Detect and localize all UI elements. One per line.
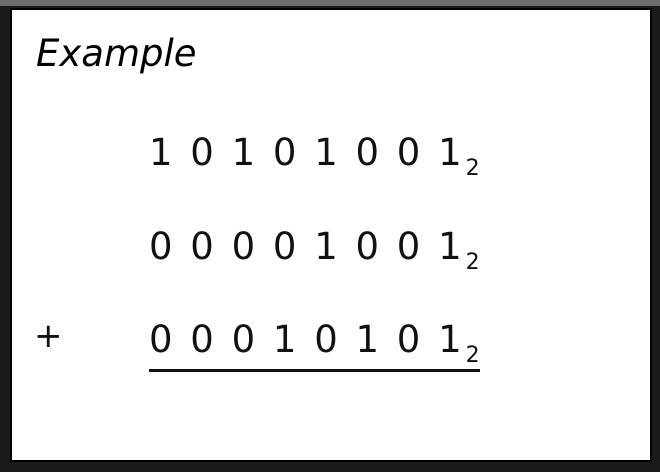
binary-row-1: 1 0 1 0 1 0 0 12	[149, 134, 480, 180]
base-subscript-2: 2	[465, 250, 480, 275]
base-subscript-3: 2	[465, 343, 480, 368]
plus-operator: +	[34, 316, 63, 356]
binary-digits-1: 1 0 1 0 1 0 0 1	[149, 131, 465, 174]
base-subscript-1: 2	[465, 156, 480, 181]
underlined-addend: 0 0 0 1 0 1 0 12	[149, 321, 480, 372]
top-strip	[0, 0, 660, 6]
example-card: Example 1 0 1 0 1 0 0 12 0 0 0 0 1 0 0 1…	[10, 8, 652, 462]
binary-digits-2: 0 0 0 0 1 0 0 1	[149, 225, 465, 268]
binary-digits-3: 0 0 0 1 0 1 0 1	[149, 318, 465, 361]
example-title: Example	[36, 32, 197, 75]
binary-row-2: 0 0 0 0 1 0 0 12	[149, 228, 480, 274]
binary-row-3: 0 0 0 1 0 1 0 12	[149, 321, 480, 372]
